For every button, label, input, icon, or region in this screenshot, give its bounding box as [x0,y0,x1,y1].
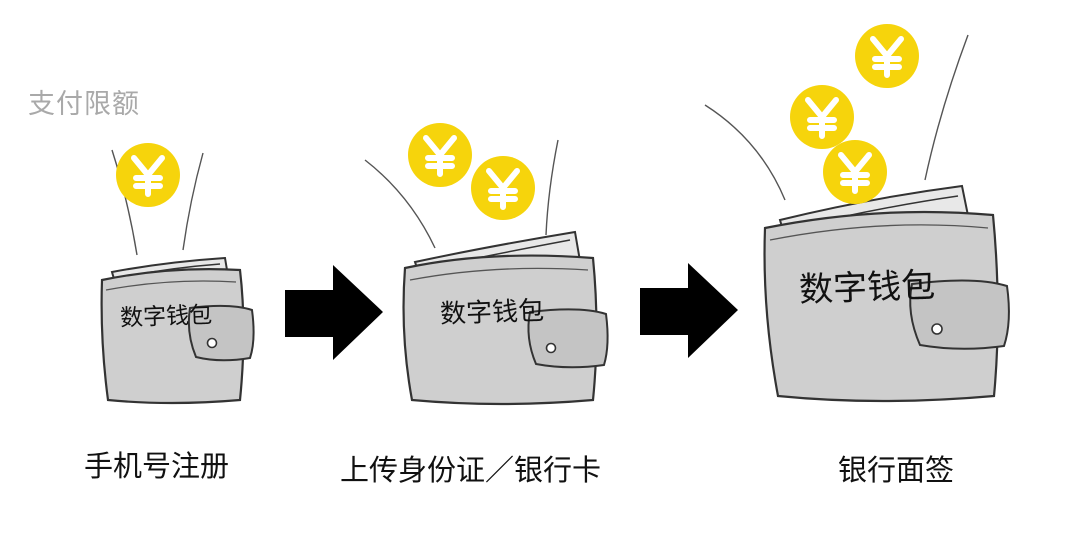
coin-icon [408,123,472,187]
wallet-icon [704,34,1010,403]
wallet-label: 数字钱包 [439,296,545,330]
wallet-label: 数字钱包 [798,265,936,311]
coin-icon [855,24,919,88]
wallet-icon [100,149,255,405]
wallet-icon [364,139,609,406]
stage-caption-bank-signing: 银行面签 [838,453,955,487]
stage-caption-phone-registration: 手机号注册 [84,449,230,483]
coin-icon [790,85,854,149]
coin-icon [823,140,887,204]
page-title: 支付限额 [28,89,140,120]
arrow-right-icon [285,265,383,360]
wallet-label: 数字钱包 [119,302,213,332]
arrow-right-icon [640,263,738,358]
coin-icon [471,156,535,220]
stage-caption-id-upload: 上传身份证／银行卡 [340,453,602,487]
coin-icon [116,143,180,207]
